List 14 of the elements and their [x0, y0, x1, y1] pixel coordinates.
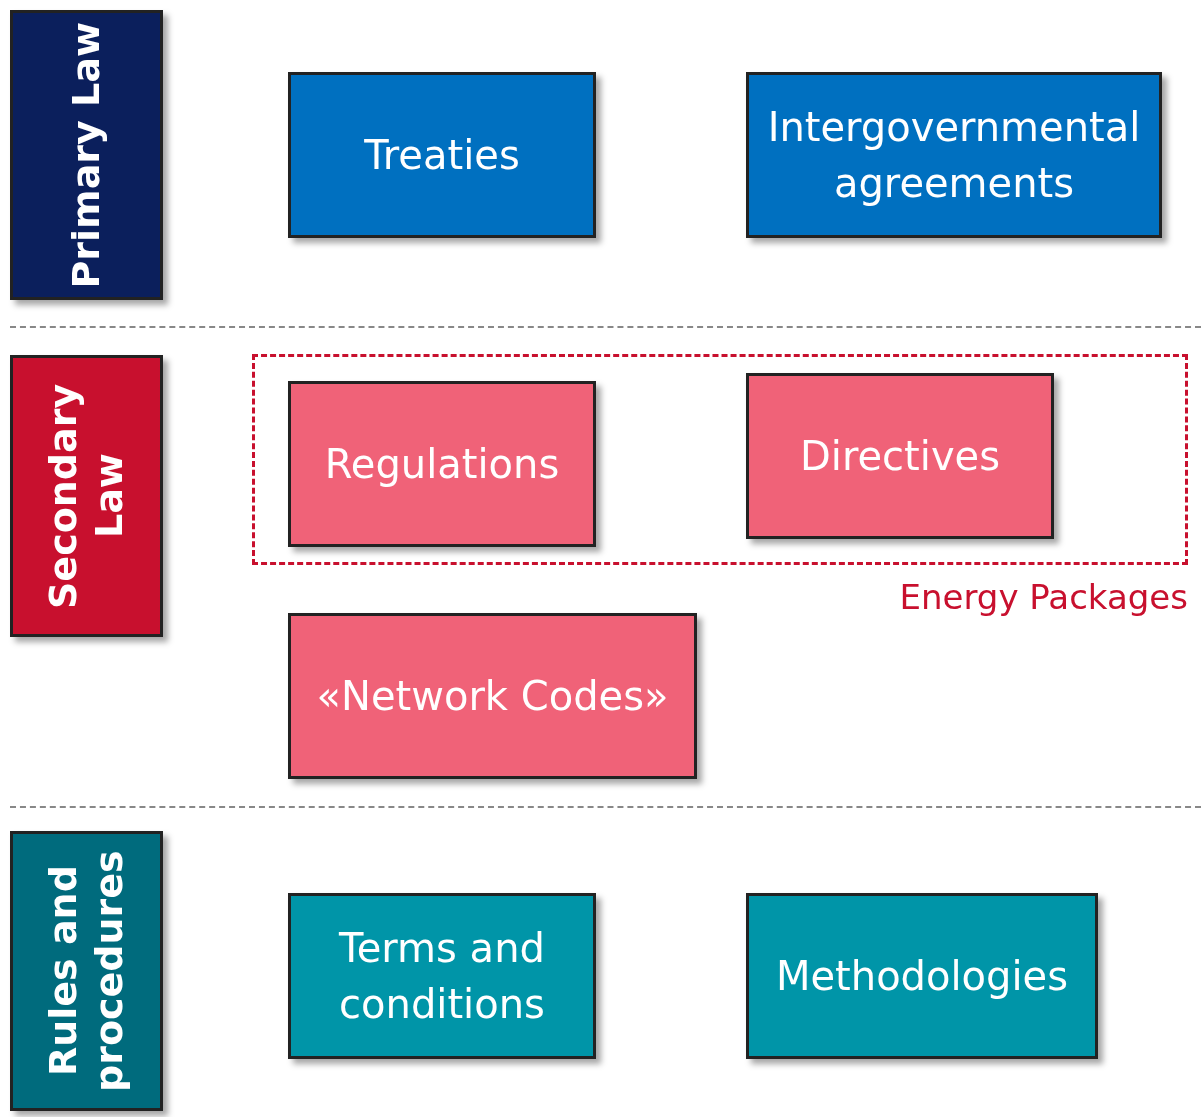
legal-source-box: Directives — [746, 373, 1054, 539]
legal-source-box: «Network Codes» — [288, 613, 697, 779]
section-label: Primary Law — [63, 21, 109, 289]
legal-source-box: Terms and conditions — [288, 893, 596, 1059]
legal-source-box: Treaties — [288, 72, 596, 238]
legal-source-box: Regulations — [288, 381, 596, 547]
legal-source-box: Methodologies — [746, 893, 1098, 1059]
section-tab — [10, 10, 163, 300]
section-label: Rules and procedures — [40, 849, 132, 1094]
group-label: Energy Packages — [899, 577, 1188, 617]
section-tab — [10, 355, 163, 637]
section-label: Secondary Law — [40, 382, 132, 611]
section-tab — [10, 831, 163, 1111]
legal-source-box: Intergovernmental agreements — [746, 72, 1162, 238]
